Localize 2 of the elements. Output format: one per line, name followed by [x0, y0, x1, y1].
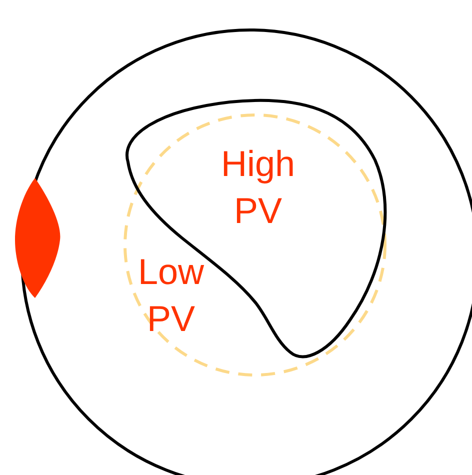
region-label: Low PV — [136, 250, 206, 341]
region-label: High PV — [220, 142, 296, 233]
